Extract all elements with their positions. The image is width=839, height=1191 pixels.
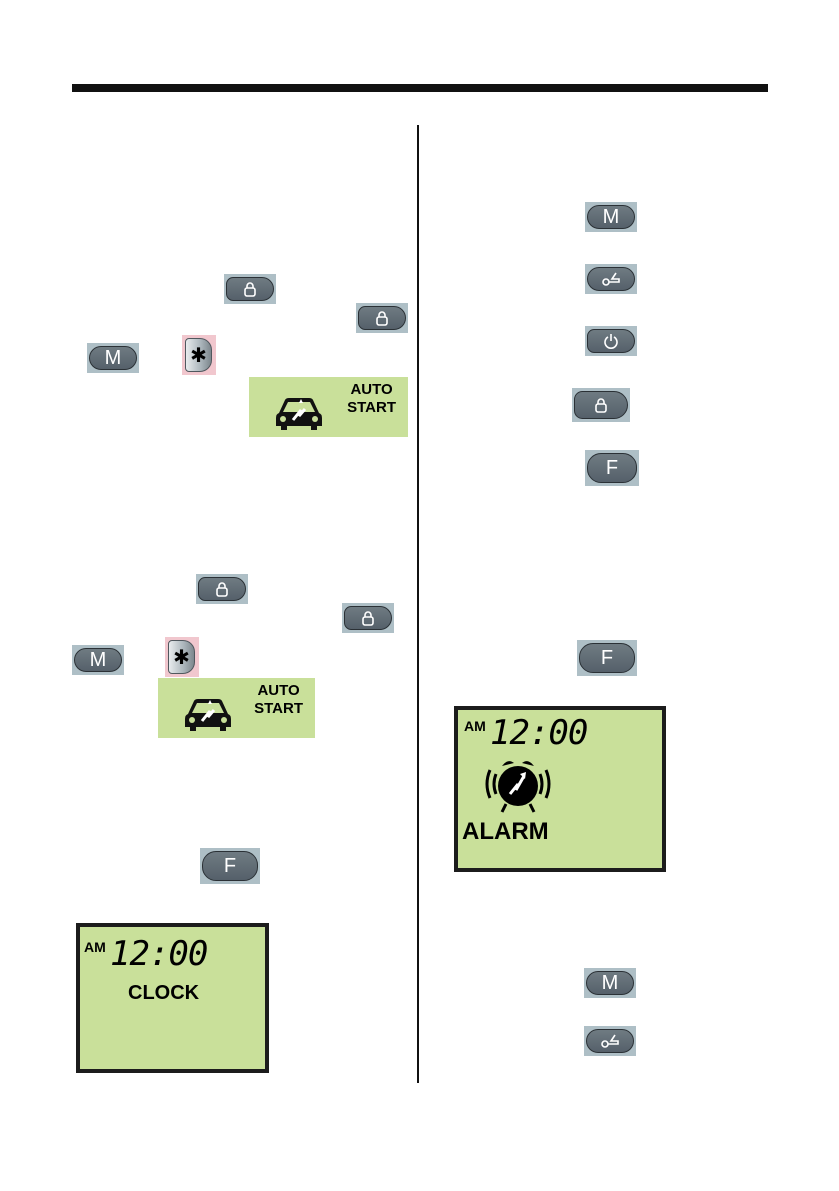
lock-icon bbox=[216, 582, 228, 597]
trunk-icon bbox=[602, 272, 620, 286]
clock-label: CLOCK bbox=[128, 982, 200, 1004]
m-button[interactable]: M bbox=[72, 645, 124, 675]
start-label: START bbox=[347, 399, 396, 416]
auto-label: AUTO bbox=[257, 682, 300, 699]
lock-icon bbox=[362, 611, 374, 626]
am-indicator: AM bbox=[464, 718, 486, 734]
alarm-time: 12:00 bbox=[490, 713, 588, 753]
m-button[interactable]: M bbox=[87, 343, 139, 373]
star-side-button[interactable]: ✱ bbox=[165, 637, 199, 677]
lock-icon bbox=[244, 282, 256, 297]
lock-icon bbox=[595, 398, 607, 413]
f-button[interactable]: F bbox=[577, 640, 637, 676]
auto-start-indicator: AUTO START bbox=[249, 377, 408, 437]
lock-button[interactable] bbox=[224, 274, 276, 304]
lock-button[interactable] bbox=[196, 574, 248, 604]
column-divider bbox=[417, 125, 419, 1083]
trunk-button[interactable] bbox=[584, 1026, 636, 1056]
f-button[interactable]: F bbox=[200, 848, 260, 884]
f-button[interactable]: F bbox=[585, 450, 639, 486]
am-indicator: AM bbox=[84, 939, 106, 955]
car-remote-start-icon bbox=[185, 699, 231, 731]
lock-button[interactable] bbox=[572, 388, 630, 422]
clock-lcd-display: AM 12:00 CLOCK bbox=[76, 923, 269, 1073]
lock-button[interactable] bbox=[356, 303, 408, 333]
start-label: START bbox=[254, 700, 303, 717]
m-button[interactable]: M bbox=[584, 968, 636, 998]
trunk-icon bbox=[601, 1034, 619, 1048]
power-button[interactable] bbox=[585, 326, 637, 356]
lock-icon bbox=[376, 311, 388, 326]
power-icon bbox=[604, 334, 618, 349]
car-remote-start-icon bbox=[276, 398, 322, 430]
header-rule bbox=[72, 84, 768, 92]
trunk-button[interactable] bbox=[585, 264, 637, 294]
alarm-lcd-display: AM 12:00 ALARM bbox=[454, 706, 666, 872]
asterisk-icon: ✱ bbox=[185, 338, 212, 372]
clock-time: 12:00 bbox=[110, 934, 208, 974]
asterisk-icon: ✱ bbox=[168, 640, 195, 674]
m-button[interactable]: M bbox=[585, 202, 637, 232]
alarm-clock-icon bbox=[485, 761, 551, 813]
lock-button[interactable] bbox=[342, 603, 394, 633]
auto-start-indicator: AUTO START bbox=[158, 678, 315, 738]
alarm-label: ALARM bbox=[462, 818, 549, 845]
auto-label: AUTO bbox=[350, 381, 393, 398]
star-side-button[interactable]: ✱ bbox=[182, 335, 216, 375]
